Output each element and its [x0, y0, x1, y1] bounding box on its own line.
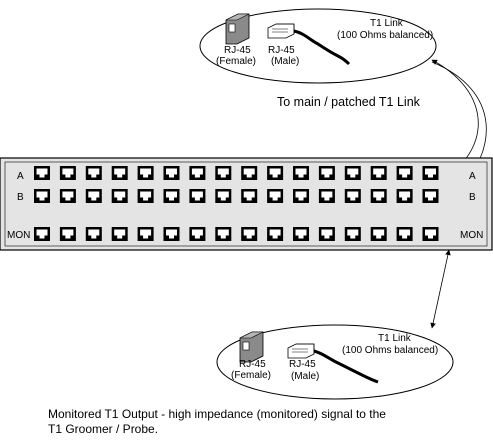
bottom-connector-callout: RJ-45 (Female) RJ-45 (Male) T1 Link (100…	[216, 324, 454, 400]
top-male-label-line1: RJ-45	[268, 45, 295, 56]
jack-row-a	[34, 166, 439, 180]
jack-a-16[interactable]	[422, 166, 439, 180]
jack-a-3[interactable]	[85, 166, 102, 180]
rj45-male-icon	[287, 343, 315, 359]
jack-b-15[interactable]	[396, 189, 413, 203]
jack-a-8[interactable]	[215, 166, 232, 180]
jack-a-6[interactable]	[163, 166, 180, 180]
row-mon-label-right: MON	[460, 230, 483, 241]
jack-a-13[interactable]	[344, 166, 361, 180]
jack-mon-9[interactable]	[241, 227, 258, 241]
link-line-row-a	[431, 59, 479, 171]
top-link-label-line2: (100 Ohms balanced)	[337, 30, 433, 41]
jack-a-9[interactable]	[241, 166, 258, 180]
row-a-label-right: A	[469, 171, 476, 182]
row-b-label: B	[17, 192, 24, 203]
jack-mon-3[interactable]	[85, 227, 102, 241]
jack-a-1[interactable]	[34, 166, 50, 180]
jack-b-4[interactable]	[111, 189, 128, 203]
jack-row-b	[34, 189, 439, 203]
bottom-caption-line1: Monitored T1 Output - high impedance (mo…	[48, 407, 386, 421]
jack-b-11[interactable]	[293, 189, 309, 203]
jack-a-4[interactable]	[111, 166, 128, 180]
jack-b-10[interactable]	[267, 189, 284, 203]
row-a-label: A	[17, 171, 24, 182]
bottom-female-label-line1: RJ-45	[239, 359, 266, 370]
jack-a-15[interactable]	[396, 166, 413, 180]
jack-mon-13[interactable]	[344, 227, 361, 241]
rj45-female-icon	[225, 13, 250, 45]
jack-b-5[interactable]	[137, 189, 154, 203]
bottom-male-label-line2: (Male)	[291, 371, 319, 382]
bottom-caption-line2: T1 Groomer / Probe.	[48, 422, 158, 436]
jack-b-1[interactable]	[34, 189, 50, 203]
bottom-female-label-line2: (Female)	[231, 370, 271, 381]
jack-mon-4[interactable]	[111, 227, 128, 241]
jack-a-5[interactable]	[137, 166, 154, 180]
jack-mon-6[interactable]	[163, 227, 180, 241]
jack-mon-16[interactable]	[422, 227, 439, 241]
jack-b-6[interactable]	[163, 189, 180, 203]
jack-mon-10[interactable]	[267, 227, 284, 241]
top-cable-icon	[293, 29, 351, 66]
jack-mon-12[interactable]	[318, 227, 335, 241]
jack-b-9[interactable]	[241, 189, 258, 203]
jack-a-10[interactable]	[267, 166, 284, 180]
bottom-link-label-line2: (100 Ohms balanced)	[342, 345, 438, 356]
jack-b-14[interactable]	[370, 189, 387, 203]
link-line-monitor	[430, 249, 451, 329]
jack-b-7[interactable]	[189, 189, 206, 203]
top-female-label-line2: (Female)	[216, 56, 256, 67]
bottom-link-label-line1: T1 Link	[378, 333, 412, 344]
jack-a-7[interactable]	[189, 166, 206, 180]
jack-mon-15[interactable]	[396, 227, 413, 241]
jack-b-12[interactable]	[318, 189, 335, 203]
jack-a-14[interactable]	[370, 166, 387, 180]
bottom-male-label-line1: RJ-45	[289, 359, 316, 370]
row-mon-label: MON	[7, 230, 30, 241]
jack-row-mon	[34, 227, 439, 241]
jack-mon-14[interactable]	[370, 227, 387, 241]
jack-b-16[interactable]	[422, 189, 439, 203]
jack-a-11[interactable]	[293, 166, 309, 180]
top-male-label-line2: (Male)	[271, 56, 299, 67]
bottom-cable-icon	[313, 349, 379, 384]
rj45-male-icon	[267, 23, 295, 39]
jack-mon-11[interactable]	[293, 227, 309, 241]
top-link-label-line1: T1 Link	[370, 18, 404, 29]
jack-b-8[interactable]	[215, 189, 232, 203]
jack-a-12[interactable]	[318, 166, 335, 180]
top-female-label-line1: RJ-45	[224, 45, 251, 56]
rj45-female-icon	[239, 331, 264, 363]
jack-b-3[interactable]	[85, 189, 102, 203]
jack-mon-2[interactable]	[59, 227, 76, 241]
patch-panel: A B MON A B MON	[0, 157, 493, 251]
row-b-label-right: B	[469, 192, 476, 203]
top-connector-callout: RJ-45 (Female) RJ-45 (Male) T1 Link (100…	[199, 8, 437, 84]
jack-mon-1[interactable]	[34, 227, 50, 241]
jack-a-2[interactable]	[59, 166, 76, 180]
top-callout-ellipse	[199, 8, 437, 84]
jack-b-13[interactable]	[344, 189, 361, 203]
top-caption: To main / patched T1 Link	[277, 95, 421, 109]
jack-mon-8[interactable]	[215, 227, 232, 241]
jack-b-2[interactable]	[59, 189, 76, 203]
jack-mon-5[interactable]	[137, 227, 154, 241]
jack-mon-7[interactable]	[189, 227, 206, 241]
